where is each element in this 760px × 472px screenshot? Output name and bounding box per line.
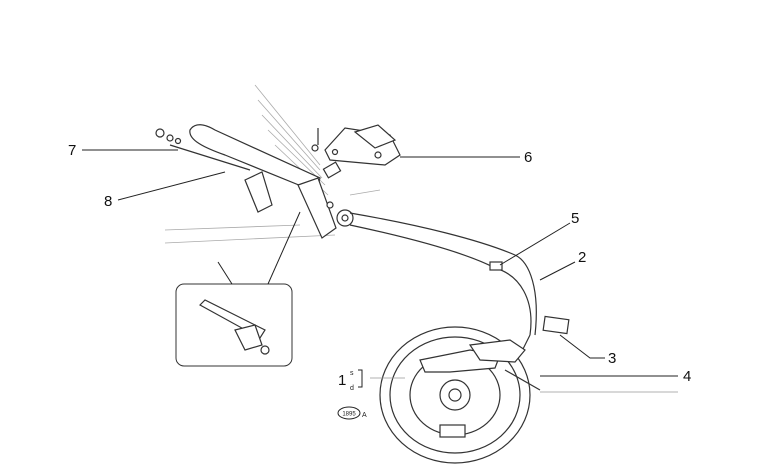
callout-5: 5	[571, 210, 579, 227]
callout-1-sub-s: s	[350, 370, 354, 377]
callout-1-sub-d: d	[350, 385, 354, 392]
mounting-bracket	[324, 124, 401, 166]
hand-brake-lever	[155, 124, 354, 239]
callout-8: 8	[104, 193, 112, 210]
callout-4: 4	[683, 368, 691, 385]
callout-6: 6	[524, 149, 532, 166]
brake-backing-plate	[379, 326, 541, 464]
inset-view	[175, 211, 301, 367]
cable-clip	[542, 315, 570, 335]
leader-lines	[82, 149, 678, 393]
stamp-suffix: A	[362, 412, 367, 419]
stamp-number: 1895	[342, 412, 356, 418]
figure-stamp: 1895 A	[337, 406, 367, 420]
callout-2: 2	[578, 249, 586, 266]
callout-3: 3	[608, 350, 616, 367]
callout-7: 7	[68, 142, 76, 159]
callout-1: 1	[338, 372, 346, 389]
brake-cables	[349, 212, 537, 356]
